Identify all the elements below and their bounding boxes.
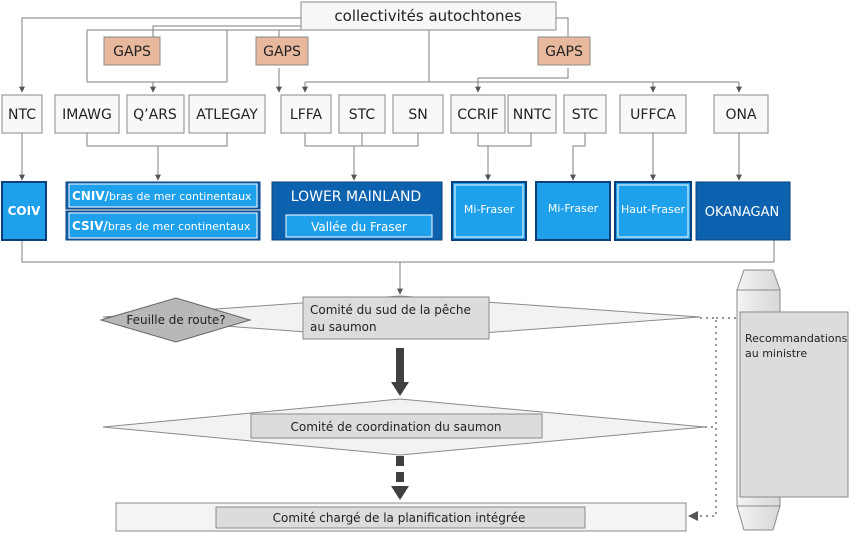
integrated-planning-committee: Comité chargé de la planification intégr… [115, 502, 687, 532]
region-lower-mainland-label: LOWER MAINLAND [291, 189, 421, 205]
gaps-node: GAPS [255, 36, 309, 66]
svg-text:CNIV/bras de mer continentaux: CNIV/bras de mer continentaux [72, 189, 252, 203]
org-node: NNTC [507, 94, 557, 134]
roadmap-label: Feuille de route? [126, 313, 225, 327]
region-mi-fraser-1: Mi-Fraser [451, 181, 527, 241]
region-okanagan-label: OKANAGAN [705, 205, 780, 220]
integrated-label: Comité chargé de la planification intégr… [273, 511, 526, 525]
org-node: ONA [713, 94, 769, 134]
recommendations-line1: Recommandations [745, 332, 848, 345]
region-csiv: CSIV/bras de mer continentaux [65, 210, 261, 241]
gaps-label: GAPS [545, 44, 583, 60]
roadmap-diamond: Feuille de route? [99, 297, 252, 343]
gaps-label: GAPS [113, 44, 151, 60]
org-label: STC [349, 107, 376, 123]
region-vallee-fraser-label: Vallée du Fraser [311, 220, 407, 234]
org-label: UFFCA [630, 107, 676, 123]
org-node: NTC [1, 94, 43, 134]
coordination-label: Comité de coordination du saumon [290, 420, 501, 434]
region-haut-fraser: Haut-Fraser [614, 181, 692, 241]
south-committee: Comité du sud de la pêche au saumon [102, 295, 701, 340]
org-label: ATLEGAY [196, 107, 258, 123]
gaps-node: GAPS [103, 36, 161, 66]
region-cniv: CNIV/bras de mer continentaux [65, 181, 261, 210]
dashed-arrow [391, 456, 409, 500]
gaps-label: GAPS [263, 44, 301, 60]
org-label: IMAWG [62, 107, 112, 123]
feedback-arrowhead [688, 511, 698, 521]
recommendations-panel: Recommandations au ministre [736, 269, 849, 531]
region-haut-fraser-label: Haut-Fraser [621, 203, 686, 216]
coordination-committee: Comité de coordination du saumon [102, 398, 706, 456]
region-cniv-desc: bras de mer continentaux [109, 190, 252, 203]
org-node: CCRIF [450, 94, 506, 134]
org-label: STC [572, 107, 599, 123]
svg-text:CSIV/bras de mer continentaux: CSIV/bras de mer continentaux [72, 219, 251, 233]
region-cniv-code: CNIV/ [72, 189, 110, 203]
region-lower-mainland: LOWER MAINLAND Vallée du Fraser [271, 181, 443, 241]
top-node: collectivités autochtones [300, 1, 557, 31]
org-label: Q’ARS [133, 107, 177, 123]
org-label: CCRIF [457, 107, 498, 123]
org-node: Q’ARS [126, 94, 185, 134]
org-label: SN [408, 107, 427, 123]
gaps-node: GAPS [537, 36, 591, 66]
org-node: STC [338, 94, 386, 134]
org-node: UFFCA [619, 94, 687, 134]
org-label: LFFA [290, 107, 323, 123]
org-label: NTC [8, 107, 36, 123]
org-node: SN [392, 94, 444, 134]
org-node: STC [563, 94, 607, 134]
region-mi-fraser-1-label: Mi-Fraser [464, 203, 515, 216]
region-csiv-code: CSIV/ [72, 219, 108, 233]
org-node: LFFA [280, 94, 332, 134]
region-coiv-label: COIV [8, 204, 41, 218]
south-committee-line2: au saumon [310, 320, 377, 334]
recommendations-line2: au ministre [745, 347, 807, 360]
org-label: NNTC [513, 107, 552, 123]
org-node: ATLEGAY [188, 94, 266, 134]
region-mi-fraser-2: Mi-Fraser [535, 181, 611, 241]
org-node: IMAWG [54, 94, 120, 134]
region-csiv-desc: bras de mer continentaux [108, 220, 251, 233]
region-okanagan: OKANAGAN [695, 181, 791, 241]
south-committee-line1: Comité du sud de la pêche [310, 303, 471, 317]
region-coiv: COIV [1, 181, 47, 241]
region-mi-fraser-2-label: Mi-Fraser [548, 202, 599, 215]
top-node-label: collectivités autochtones [334, 7, 521, 25]
dotted-feedback-lines [698, 317, 737, 517]
org-label: ONA [725, 107, 756, 123]
thick-arrow [391, 348, 409, 396]
